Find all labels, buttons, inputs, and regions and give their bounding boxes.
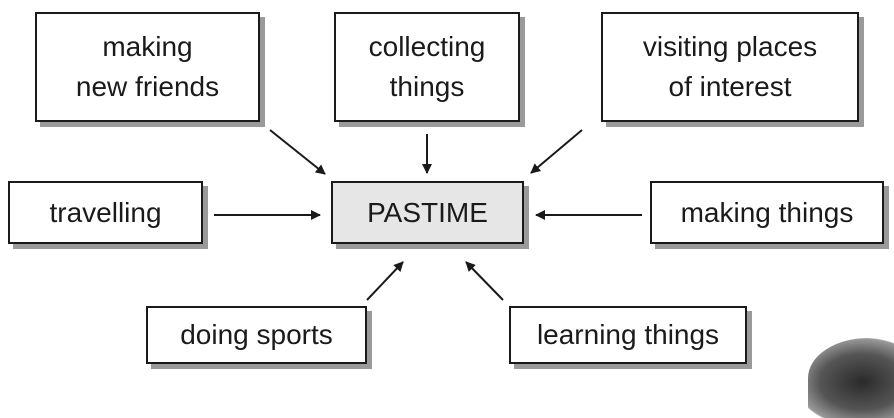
node-visiting-places: visiting places of interest <box>601 12 859 122</box>
arrow-making-friends <box>269 129 326 175</box>
node-learning-things: learning things <box>509 306 747 364</box>
arrow-learning-things <box>465 261 504 301</box>
arrow-visiting <box>530 129 583 174</box>
node-making-things: making things <box>650 181 884 244</box>
arrows-layer <box>214 129 642 301</box>
node-pastime: PASTIME <box>331 181 524 244</box>
node-travelling: travelling <box>8 181 203 244</box>
arrow-doing-sports <box>366 261 404 301</box>
node-collecting-things: collecting things <box>334 12 520 122</box>
pastime-diagram: making new friends collecting things vis… <box>8 12 894 418</box>
node-making-new-friends: making new friends <box>35 12 260 122</box>
node-doing-sports: doing sports <box>146 306 367 364</box>
